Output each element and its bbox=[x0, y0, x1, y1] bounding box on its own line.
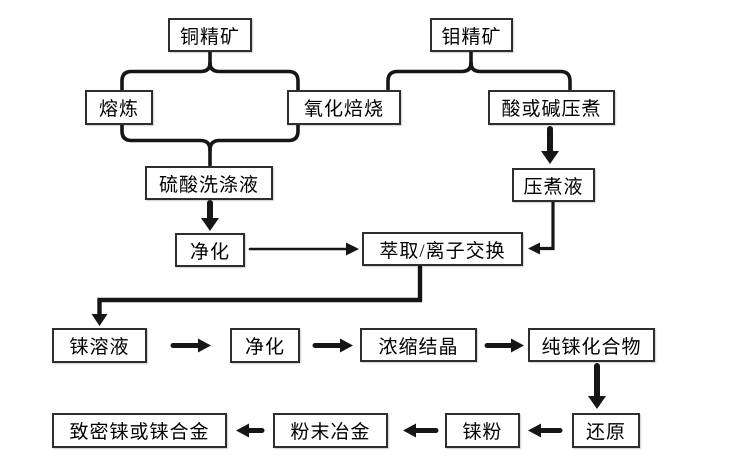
arrow-head bbox=[198, 338, 211, 353]
edge-cook-to-liquor-arrow bbox=[541, 126, 559, 164]
edge-moly-bracket bbox=[386, 50, 572, 91]
node-acid-alkali-cook: 酸或碱压煮 bbox=[488, 90, 615, 125]
edge-extract-to-solution-elbow bbox=[91, 264, 423, 326]
arrow-head bbox=[528, 242, 540, 255]
arrow-head bbox=[91, 314, 108, 326]
node-powder-metallurgy: 粉末冶金 bbox=[273, 413, 388, 448]
edge-reduction-to-repowder-arrow bbox=[528, 423, 563, 438]
node-copper-concentrate: 铜精矿 bbox=[168, 18, 252, 52]
edge-solution-to-purify2-arrow bbox=[170, 338, 211, 353]
edge-wash-to-purify-arrow bbox=[201, 200, 219, 231]
arrow-head bbox=[511, 338, 524, 353]
elbow-line bbox=[538, 201, 555, 251]
moly-bracket-right-branch bbox=[469, 61, 572, 91]
node-pure-rhenium-compound: 纯铼化合物 bbox=[528, 328, 655, 362]
arrow-head bbox=[588, 396, 606, 409]
node-purification-1: 净化 bbox=[175, 233, 245, 267]
edge-purify2-to-concentration-arrow bbox=[312, 338, 353, 353]
arrow-head bbox=[346, 242, 359, 256]
node-rhenium-powder: 铼粉 bbox=[445, 413, 520, 448]
edge-repowder-to-powdermet-arrow bbox=[403, 423, 439, 438]
node-dense-rhenium-alloy: 致密铼或铼合金 bbox=[52, 413, 227, 448]
copper-bracket-right-loop bbox=[208, 61, 300, 152]
node-purification-2: 净化 bbox=[230, 328, 300, 363]
moly-bracket-left-branch bbox=[386, 61, 473, 91]
node-rhenium-solution: 铼溶液 bbox=[52, 328, 147, 363]
elbow-line bbox=[97, 264, 423, 318]
arrow-head bbox=[201, 218, 219, 231]
edge-concentration-to-compound-arrow bbox=[484, 338, 524, 353]
arrow-head bbox=[236, 423, 249, 438]
node-moly-concentrate: 钼精矿 bbox=[430, 18, 513, 52]
node-sulfuric-wash: 硫酸洗涤液 bbox=[145, 166, 273, 200]
arrow-head bbox=[403, 423, 416, 438]
edge-liquor-to-extract-elbow bbox=[528, 201, 555, 255]
edge-purify-to-extract-arrow bbox=[248, 242, 359, 256]
node-reduction: 还原 bbox=[572, 413, 640, 448]
edge-compound-to-reduction-arrow bbox=[588, 363, 606, 409]
edge-powdermet-to-dense-arrow bbox=[236, 423, 265, 438]
arrow-head bbox=[528, 423, 541, 438]
node-oxidation-roasting: 氧化焙烧 bbox=[287, 90, 401, 125]
node-smelting: 熔炼 bbox=[85, 90, 153, 125]
node-extraction-ion-exchange: 萃取/离子交换 bbox=[362, 232, 523, 266]
node-concentration-crystallization: 浓缩结晶 bbox=[360, 328, 477, 362]
arrow-head bbox=[541, 151, 559, 164]
arrow-head bbox=[340, 338, 353, 353]
node-cook-liquor: 压煮液 bbox=[512, 168, 595, 202]
